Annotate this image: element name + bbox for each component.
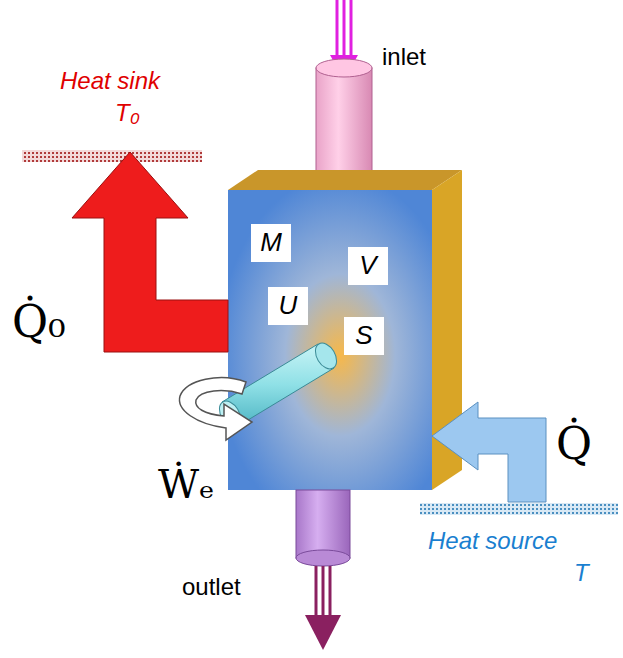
diagram-label: T	[574, 560, 589, 586]
diagram-label: inlet	[382, 44, 426, 70]
property-symbol: M	[260, 228, 282, 258]
heat-source-strip	[420, 503, 618, 515]
diagram-label: Heat sink	[60, 68, 160, 94]
property-symbol: S	[355, 321, 372, 351]
diagram-label: Q̇₀	[12, 298, 66, 346]
control-volume-box	[228, 170, 462, 490]
outlet-pipe	[296, 490, 350, 566]
diagram-label: Ẇₑ	[158, 462, 215, 506]
outlet-arrowhead	[305, 615, 341, 650]
diagram-label: T₀	[115, 100, 140, 126]
heat-out-arrow	[72, 152, 228, 352]
diagram-label: Heat source	[428, 528, 557, 554]
heat-sink-strip	[22, 150, 202, 162]
inlet-arrow	[337, 0, 351, 60]
property-symbol: V	[359, 251, 376, 281]
diagram-label: outlet	[182, 574, 241, 600]
property-box: V	[348, 247, 388, 285]
outlet-arrow	[316, 566, 330, 620]
diagram-label: Q̇	[556, 420, 592, 468]
property-box: M	[251, 224, 291, 262]
property-box: S	[344, 317, 384, 355]
inlet-pipe	[316, 59, 372, 186]
heat-in-arrow	[432, 402, 546, 502]
rotation-arrow	[179, 378, 252, 440]
property-box: U	[268, 287, 308, 325]
property-symbol: U	[279, 291, 298, 321]
